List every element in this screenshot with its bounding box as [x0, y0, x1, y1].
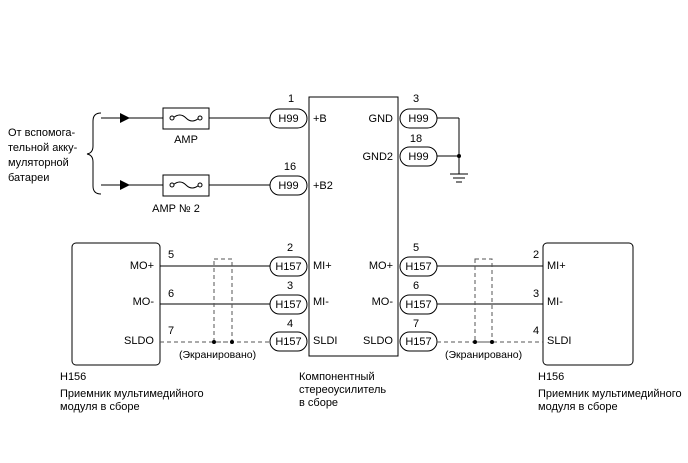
svg-text:SLDI: SLDI — [313, 335, 337, 347]
svg-text:18: 18 — [410, 133, 422, 145]
svg-text:5: 5 — [168, 249, 174, 261]
svg-text:5: 5 — [413, 242, 419, 254]
svg-text:Приемник мультимедийного: Приемник мультимедийного — [538, 388, 682, 400]
svg-text:+B: +B — [313, 113, 327, 125]
arrow-icon — [120, 113, 130, 123]
svg-text:2: 2 — [533, 249, 539, 261]
svg-text:MO+: MO+ — [369, 260, 393, 272]
amplifier-caption-line2: стереоусилитель — [299, 384, 386, 396]
svg-text:SLDO: SLDO — [363, 335, 393, 347]
left-module-connector: H156 — [60, 371, 86, 383]
svg-text:SLDO: SLDO — [124, 335, 154, 347]
source-brace — [86, 112, 102, 195]
svg-text:1: 1 — [288, 93, 294, 105]
shield-label-left: (Экранировано) — [179, 349, 256, 361]
svg-text:MI-: MI- — [547, 296, 563, 308]
svg-text:MI+: MI+ — [547, 260, 566, 272]
svg-text:3: 3 — [413, 93, 419, 105]
svg-text:3: 3 — [287, 280, 293, 292]
svg-text:H157: H157 — [275, 299, 301, 311]
svg-text:модуля в сборе: модуля в сборе — [60, 401, 140, 413]
shield-box-right — [474, 258, 493, 343]
shield-label-right: (Экранировано) — [445, 349, 522, 361]
amplifier-box — [308, 96, 399, 357]
svg-text:MI+: MI+ — [313, 260, 332, 272]
fuse-icon — [172, 114, 200, 122]
svg-text:SLDI: SLDI — [547, 335, 571, 347]
svg-text:H157: H157 — [275, 261, 301, 273]
svg-text:+B2: +B2 — [313, 180, 333, 192]
svg-text:H99: H99 — [408, 151, 428, 163]
svg-text:H157: H157 — [405, 261, 431, 273]
svg-text:6: 6 — [168, 288, 174, 300]
svg-text:16: 16 — [284, 161, 296, 173]
fuse-amp-label: AMP — [174, 134, 198, 146]
amplifier-caption-line3: в сборе — [299, 397, 338, 409]
svg-text:H99: H99 — [278, 113, 298, 125]
fuse-icon — [172, 181, 200, 189]
svg-text:H99: H99 — [278, 180, 298, 192]
svg-text:Приемник мультимедийного: Приемник мультимедийного — [60, 388, 204, 400]
fuse-amp2-label: AMP № 2 — [152, 203, 200, 215]
svg-text:MI-: MI- — [313, 296, 329, 308]
svg-text:3: 3 — [533, 288, 539, 300]
svg-text:2: 2 — [287, 242, 293, 254]
shield-box-left — [213, 258, 233, 343]
svg-text:7: 7 — [168, 325, 174, 337]
svg-text:GND: GND — [369, 113, 394, 125]
svg-text:6: 6 — [413, 280, 419, 292]
svg-text:4: 4 — [533, 325, 539, 337]
svg-text:H157: H157 — [405, 299, 431, 311]
svg-text:MO-: MO- — [133, 296, 155, 308]
connector-h157 — [269, 331, 308, 352]
svg-text:MO+: MO+ — [130, 260, 154, 272]
right-module-connector: H156 — [538, 371, 564, 383]
svg-text:7: 7 — [413, 318, 419, 330]
svg-text:H157: H157 — [275, 336, 301, 348]
ground-icon — [450, 173, 468, 183]
junction-dot — [457, 154, 461, 158]
svg-text:H157: H157 — [405, 336, 431, 348]
svg-text:GND2: GND2 — [362, 151, 393, 163]
source-label-line3: муляторной — [8, 157, 69, 169]
connector-h99 — [269, 108, 308, 129]
svg-text:модуля в сборе: модуля в сборе — [538, 401, 618, 413]
source-label-line1: От вспомога- — [8, 127, 76, 139]
source-label-line2: тельной акку- — [8, 142, 78, 154]
amplifier-caption-line1: Компонентный — [299, 371, 375, 383]
svg-text:4: 4 — [287, 318, 293, 330]
connector-h99 — [269, 175, 308, 196]
svg-text:MO-: MO- — [372, 296, 394, 308]
svg-text:H99: H99 — [408, 113, 428, 125]
source-label-line4: батареи — [8, 172, 49, 184]
arrow-icon — [120, 180, 130, 190]
